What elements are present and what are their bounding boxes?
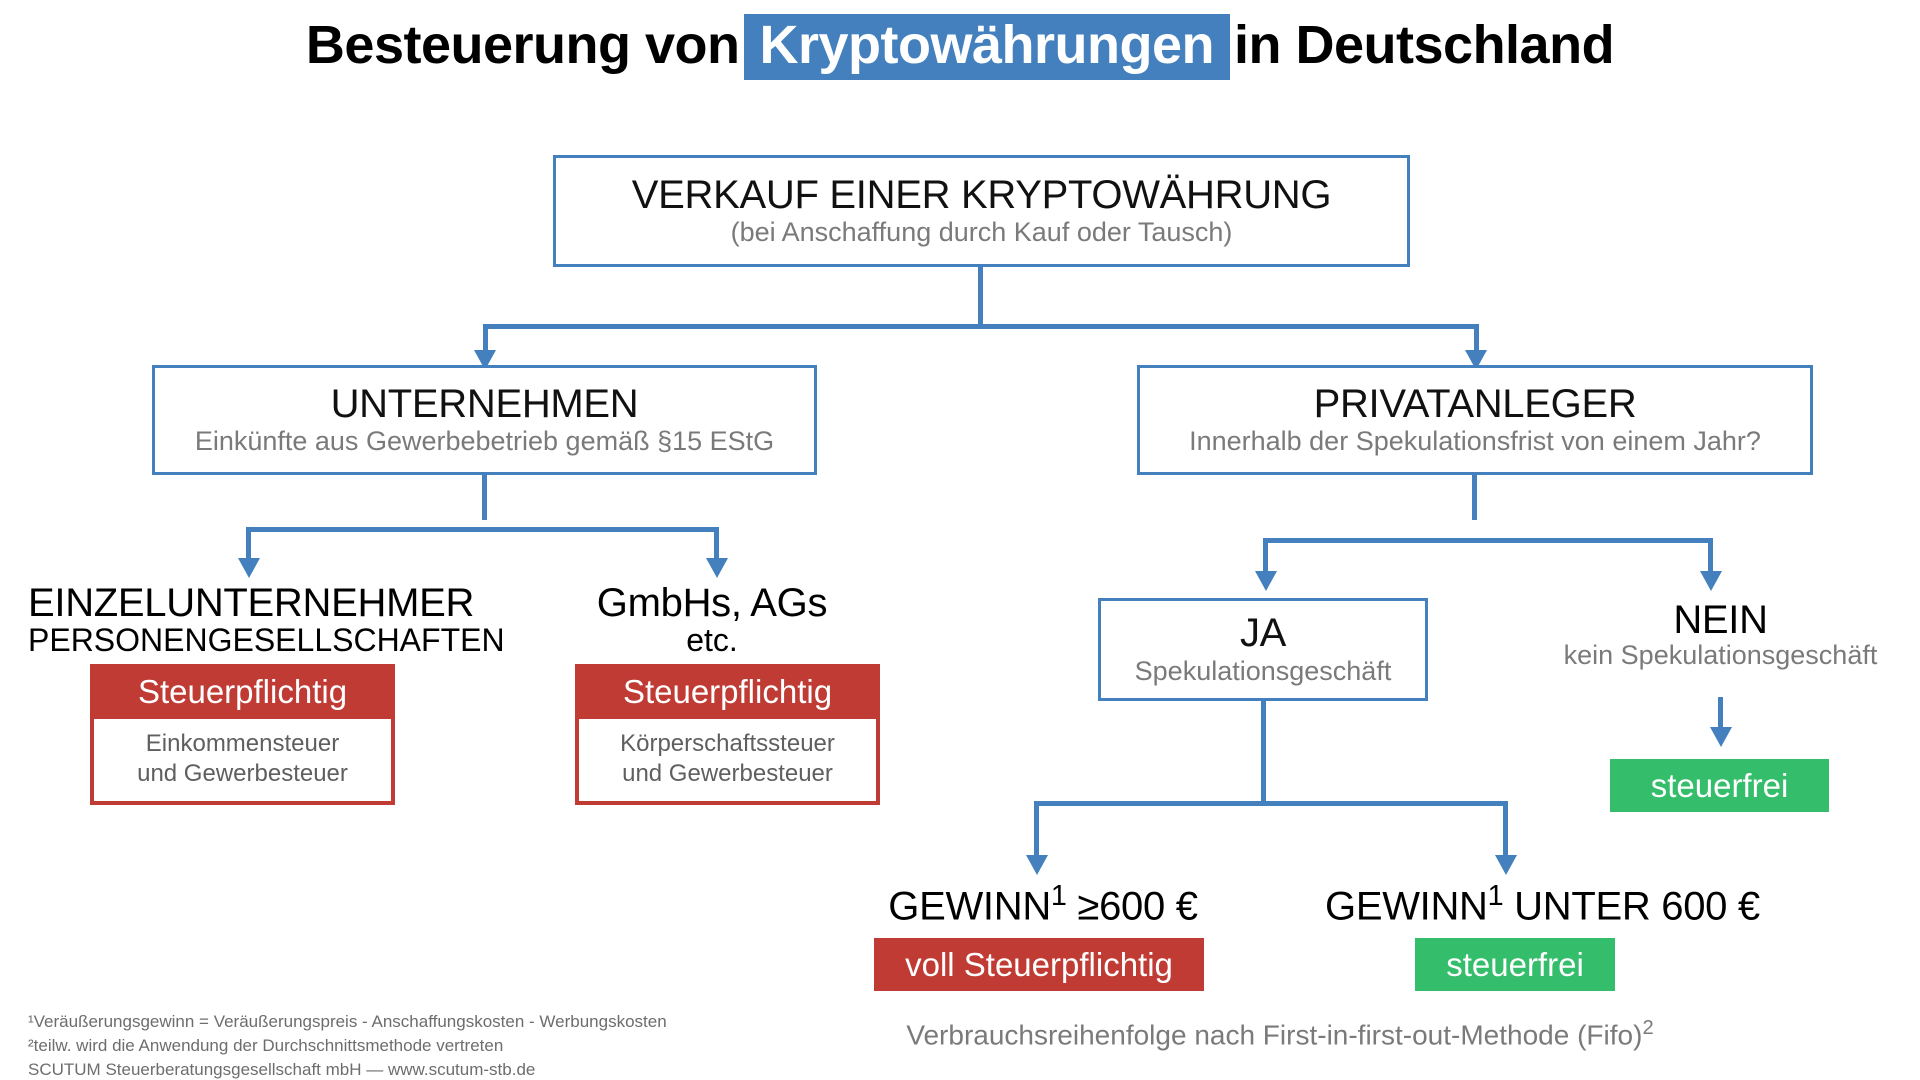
node-ja: JA Spekulationsgeschäft: [1098, 598, 1428, 701]
connector-privatanleger-right-drop: [1708, 538, 1713, 573]
node-title: PRIVATANLEGER: [1313, 381, 1637, 426]
connector-unternehmen-horizontal: [246, 527, 719, 532]
badge-gewinn-unter-steuerfrei: steuerfrei: [1415, 938, 1615, 991]
node-title-suffix: UNTER 600 €: [1503, 884, 1760, 929]
node-unternehmen: UNTERNEHMEN Einkünfte aus Gewerbebetrieb…: [152, 365, 817, 475]
arrow-to-ja: [1255, 571, 1277, 591]
node-gewinn-unter-600: GEWINN1 UNTER 600 €: [1325, 880, 1760, 929]
connector-privatanleger-left-drop: [1263, 538, 1268, 573]
badge-label: voll Steuerpflichtig: [905, 946, 1173, 983]
node-title: JA: [1239, 611, 1287, 656]
connector-privatanleger-stem: [1472, 475, 1477, 520]
node-title-line2: PERSONENGESELLSCHAFTEN: [28, 621, 505, 658]
node-subtitle: Innerhalb der Spekulationsfrist von eine…: [1189, 426, 1761, 457]
connector-ja-horizontal: [1034, 801, 1508, 806]
badge-label: steuerfrei: [1650, 767, 1789, 804]
connector-unternehmen-right-drop: [714, 527, 719, 560]
connector-root-left-drop: [483, 324, 488, 352]
node-title-suffix: ≥600 €: [1066, 884, 1198, 929]
company-credit: SCUTUM Steuerberatungsgesellschaft mbH —…: [28, 1060, 536, 1080]
card-header: Steuerpflichtig: [622, 673, 833, 710]
node-title: VERKAUF EINER KRYPTOWÄHRUNG: [631, 172, 1332, 217]
card-body-line2: und Gewerbesteuer: [137, 760, 348, 787]
card-body: Einkommensteuer und Gewerbesteuer: [94, 719, 391, 801]
connector-ja-left-drop: [1034, 801, 1039, 857]
card-body-line1: Körperschaftssteuer: [620, 730, 835, 757]
card-body: Körperschaftssteuer und Gewerbesteuer: [579, 719, 876, 801]
node-title-line1: EINZELUNTERNEHMER: [28, 581, 475, 625]
arrow-to-einzelunternehmer: [238, 558, 260, 578]
connector-ja-stem: [1261, 701, 1266, 805]
footnote-marker: 1: [1487, 880, 1504, 912]
title-highlight: Kryptowährungen: [743, 14, 1231, 80]
node-title: GEWINN1 ≥600 €: [878, 880, 1208, 929]
arrow-to-kapitalgesellschaften: [706, 558, 728, 578]
node-subtitle: kein Spekulationsgeschäft: [1563, 639, 1878, 670]
footnote-2: ²teilw. wird die Anwendung der Durchschn…: [28, 1036, 504, 1056]
connector-root-stem: [978, 267, 983, 328]
node-title: NEIN: [1673, 598, 1768, 642]
node-kapitalgesellschaften: GmbHs, AGs etc.: [552, 583, 872, 657]
node-title-line1: GmbHs, AGs: [596, 581, 828, 625]
badge-label: steuerfrei: [1446, 946, 1584, 983]
arrow-to-gewinn-ab-600: [1026, 855, 1048, 875]
badge-voll-steuerpflichtig: voll Steuerpflichtig: [874, 938, 1204, 991]
arrow-to-nein-result: [1710, 727, 1732, 747]
node-verkauf-kryptowaehrung: VERKAUF EINER KRYPTOWÄHRUNG (bei Anschaf…: [553, 155, 1410, 267]
card-body-line2: und Gewerbesteuer: [622, 760, 833, 787]
title-before: Besteuerung von: [305, 15, 740, 75]
node-title-line2: etc.: [686, 621, 738, 658]
node-privatanleger: PRIVATANLEGER Innerhalb der Spekulations…: [1137, 365, 1813, 475]
connector-root-right-drop: [1474, 324, 1479, 352]
card-einzelunternehmer-steuerpflichtig: Steuerpflichtig Einkommensteuer und Gewe…: [90, 664, 395, 805]
badge-nein-steuerfrei: steuerfrei: [1610, 759, 1829, 812]
connector-root-horizontal: [483, 324, 1479, 329]
node-subtitle: Spekulationsgeschäft: [1134, 655, 1392, 686]
node-subtitle: Einkünfte aus Gewerbebetrieb gemäß §15 E…: [194, 426, 775, 457]
node-gewinn-ab-600: GEWINN1 ≥600 €: [878, 880, 1208, 929]
connector-nein-stem: [1718, 697, 1723, 729]
node-nein: NEIN kein Spekulationsgeschäft: [1533, 600, 1908, 670]
connector-privatanleger-horizontal: [1263, 538, 1713, 543]
arrow-to-gewinn-unter-600: [1495, 855, 1517, 875]
fifo-note: Verbrauchsreihenfolge nach First-in-firs…: [880, 1017, 1680, 1051]
card-header: Steuerpflichtig: [137, 673, 348, 710]
fifo-note-text: Verbrauchsreihenfolge nach First-in-firs…: [906, 1019, 1643, 1051]
node-title-text: GEWINN: [1325, 884, 1488, 929]
footnote-marker: 1: [1050, 880, 1067, 912]
title-after: in Deutschland: [1234, 15, 1615, 75]
node-einzelunternehmer: EINZELUNTERNEHMER PERSONENGESELLSCHAFTEN: [28, 581, 505, 658]
node-title: UNTERNEHMEN: [330, 381, 639, 426]
connector-ja-right-drop: [1503, 801, 1508, 857]
connector-unternehmen-left-drop: [246, 527, 251, 560]
footnotes: ¹Veräußerungsgewinn = Veräußerungspreis …: [28, 1010, 667, 1080]
node-subtitle: (bei Anschaffung durch Kauf oder Tausch): [730, 217, 1233, 248]
node-title: GEWINN1 UNTER 600 €: [1325, 880, 1760, 929]
connector-unternehmen-stem: [482, 475, 487, 520]
arrow-to-nein: [1700, 571, 1722, 591]
card-kapitalgesellschaften-steuerpflichtig: Steuerpflichtig Körperschaftssteuer und …: [575, 664, 880, 805]
footnote-marker: 2: [1642, 1017, 1654, 1039]
card-body-line1: Einkommensteuer: [145, 730, 340, 757]
node-title-text: GEWINN: [888, 884, 1051, 929]
footnote-1: ¹Veräußerungsgewinn = Veräußerungspreis …: [28, 1012, 667, 1031]
